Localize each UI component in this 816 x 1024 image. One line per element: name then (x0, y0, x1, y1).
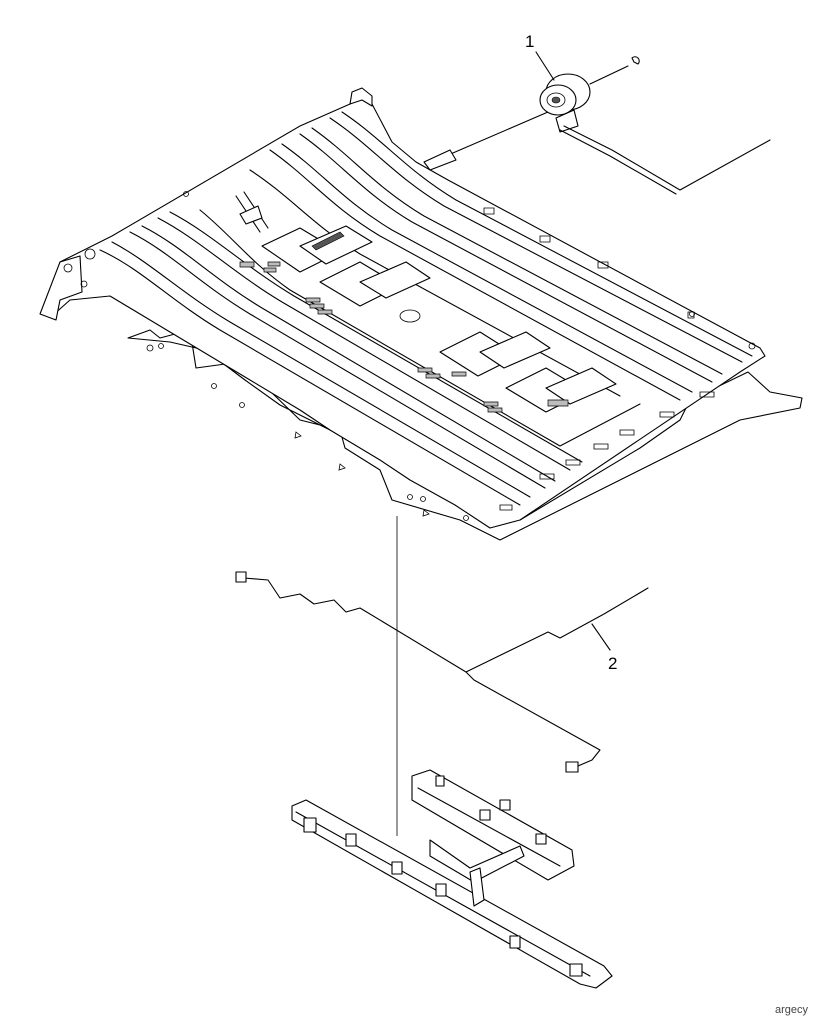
part2-wire-harness (235, 571, 649, 773)
part1-clutch-gear (423, 51, 771, 195)
callout-2: 2 (608, 654, 618, 673)
callout-1: 1 (525, 32, 535, 51)
paper-tray-guide (39, 87, 766, 529)
pickup-roller-assemblies (235, 191, 617, 413)
watermark: argecy (774, 1004, 808, 1016)
lower-lift-frame (291, 769, 613, 989)
